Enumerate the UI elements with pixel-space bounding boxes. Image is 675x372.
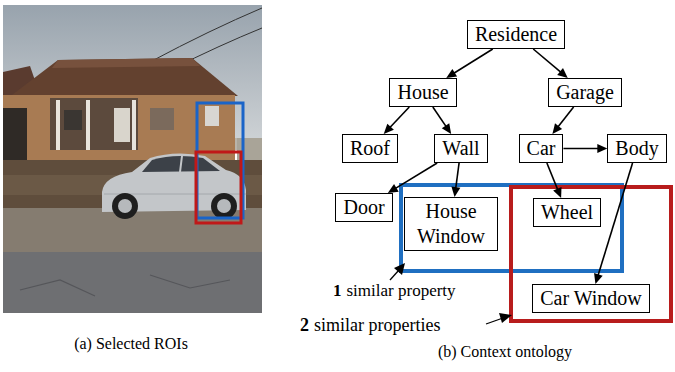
- ontology-connector: [453, 49, 493, 74]
- arrowhead: [384, 124, 394, 134]
- concept-box: House Window: [404, 197, 498, 251]
- concept-name: Roof: [350, 136, 390, 161]
- concept-name: Garage: [556, 80, 614, 105]
- concept-box: House: [389, 78, 456, 107]
- concept-box: Residence: [467, 20, 565, 49]
- concept-box: Door: [335, 193, 392, 222]
- subfigure-caption: (b) Context ontology: [438, 342, 572, 361]
- ontology-connector: [547, 163, 558, 191]
- label-text: similar properties: [314, 315, 440, 335]
- ontology-connector: [395, 163, 437, 189]
- concept-name: House: [397, 80, 448, 105]
- label-text: (a) Selected ROIs: [74, 335, 188, 352]
- subfigure-caption: (a) Selected ROIs: [74, 334, 188, 353]
- arrowhead: [553, 187, 561, 198]
- label-text: similar property: [347, 281, 456, 300]
- concept-box: Body: [607, 134, 666, 163]
- concept-box: Wheel: [533, 198, 601, 227]
- ontology-connector: [533, 49, 561, 73]
- ontology-connector: [563, 148, 599, 149]
- arrowhead: [451, 186, 460, 197]
- leader-arrowhead: [499, 313, 512, 323]
- arrowhead: [557, 68, 568, 78]
- ontology-connector: [456, 163, 459, 189]
- similarity-note: 2similar properties: [300, 315, 440, 337]
- arrowhead: [388, 184, 399, 193]
- concept-name: Door: [343, 195, 384, 220]
- concept-box: Car Window: [532, 284, 650, 313]
- ontology-connector: [557, 107, 573, 128]
- concept-box: Roof: [342, 134, 398, 163]
- concept-box: Wall: [434, 134, 487, 163]
- ontology-connector: [598, 163, 633, 276]
- concept-name: Body: [615, 136, 658, 161]
- concept-name: Wall: [442, 136, 479, 161]
- arrowhead: [594, 273, 603, 284]
- callout-number: 2: [300, 315, 309, 335]
- concept-box: Car: [519, 134, 564, 163]
- ontology-connector: [433, 107, 447, 127]
- concept-box: Garage: [548, 78, 622, 107]
- similarity-note: 1 similar property: [333, 281, 456, 301]
- concept-name: Wheel: [541, 200, 593, 225]
- concept-name: Car Window: [540, 286, 642, 311]
- arrowhead: [446, 69, 457, 78]
- leader-arrowhead: [394, 263, 405, 275]
- arrowhead: [442, 123, 451, 134]
- arrowhead: [552, 123, 562, 134]
- red-roi-group: [511, 187, 671, 321]
- concept-name: Residence: [475, 22, 557, 47]
- leader-line: [390, 270, 399, 280]
- label-text: (b) Context ontology: [438, 343, 572, 360]
- concept-name: Car: [527, 136, 556, 161]
- ontology-connector: [389, 107, 409, 128]
- callout-number: 1: [333, 281, 342, 300]
- concept-name: House Window: [412, 199, 490, 249]
- leader-line: [486, 318, 503, 324]
- arrowhead: [597, 144, 607, 153]
